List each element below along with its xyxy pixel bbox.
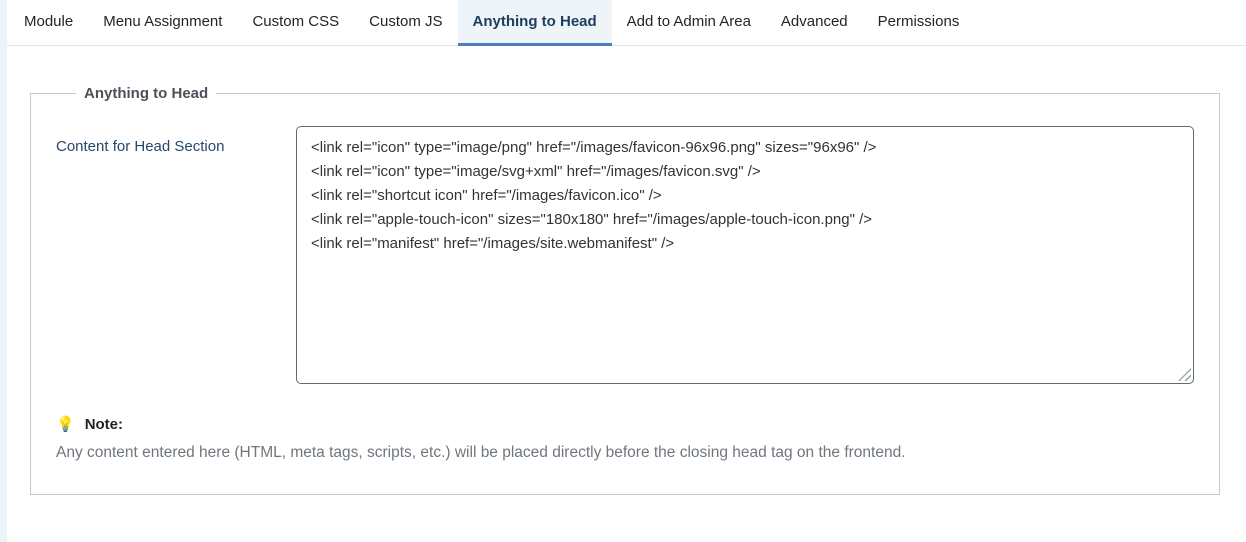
tab-custom-css[interactable]: Custom CSS [237, 0, 354, 46]
content-for-head-textarea[interactable] [296, 126, 1194, 384]
page-background-strip [0, 0, 7, 542]
note-block: 💡 Note: Any content entered here (HTML, … [56, 416, 1194, 464]
tab-add-to-admin-area[interactable]: Add to Admin Area [612, 0, 766, 46]
note-text: Any content entered here (HTML, meta tag… [56, 444, 906, 461]
tab-anything-to-head[interactable]: Anything to Head [457, 0, 612, 46]
note-title: Note: [84, 416, 124, 433]
panel-legend: Anything to Head [84, 85, 209, 102]
content-for-head-field-row: Content for Head Section [56, 126, 1194, 384]
tab-module[interactable]: Module [9, 0, 88, 46]
tab-advanced[interactable]: Advanced [766, 0, 863, 46]
tab-menu-assignment[interactable]: Menu Assignment [88, 0, 237, 46]
note-title-row: 💡 Note: [56, 416, 1194, 433]
content-for-head-label: Content for Head Section [56, 138, 225, 155]
tab-custom-js[interactable]: Custom JS [354, 0, 457, 46]
tab-content: Anything to Head Content for Head Sectio… [0, 46, 1246, 495]
lightbulb-icon: 💡 [56, 416, 75, 433]
tab-bar: Module Menu Assignment Custom CSS Custom… [0, 0, 1246, 46]
tab-permissions[interactable]: Permissions [863, 0, 975, 46]
textarea-wrapper [296, 126, 1194, 384]
anything-to-head-panel: Anything to Head Content for Head Sectio… [30, 85, 1220, 495]
